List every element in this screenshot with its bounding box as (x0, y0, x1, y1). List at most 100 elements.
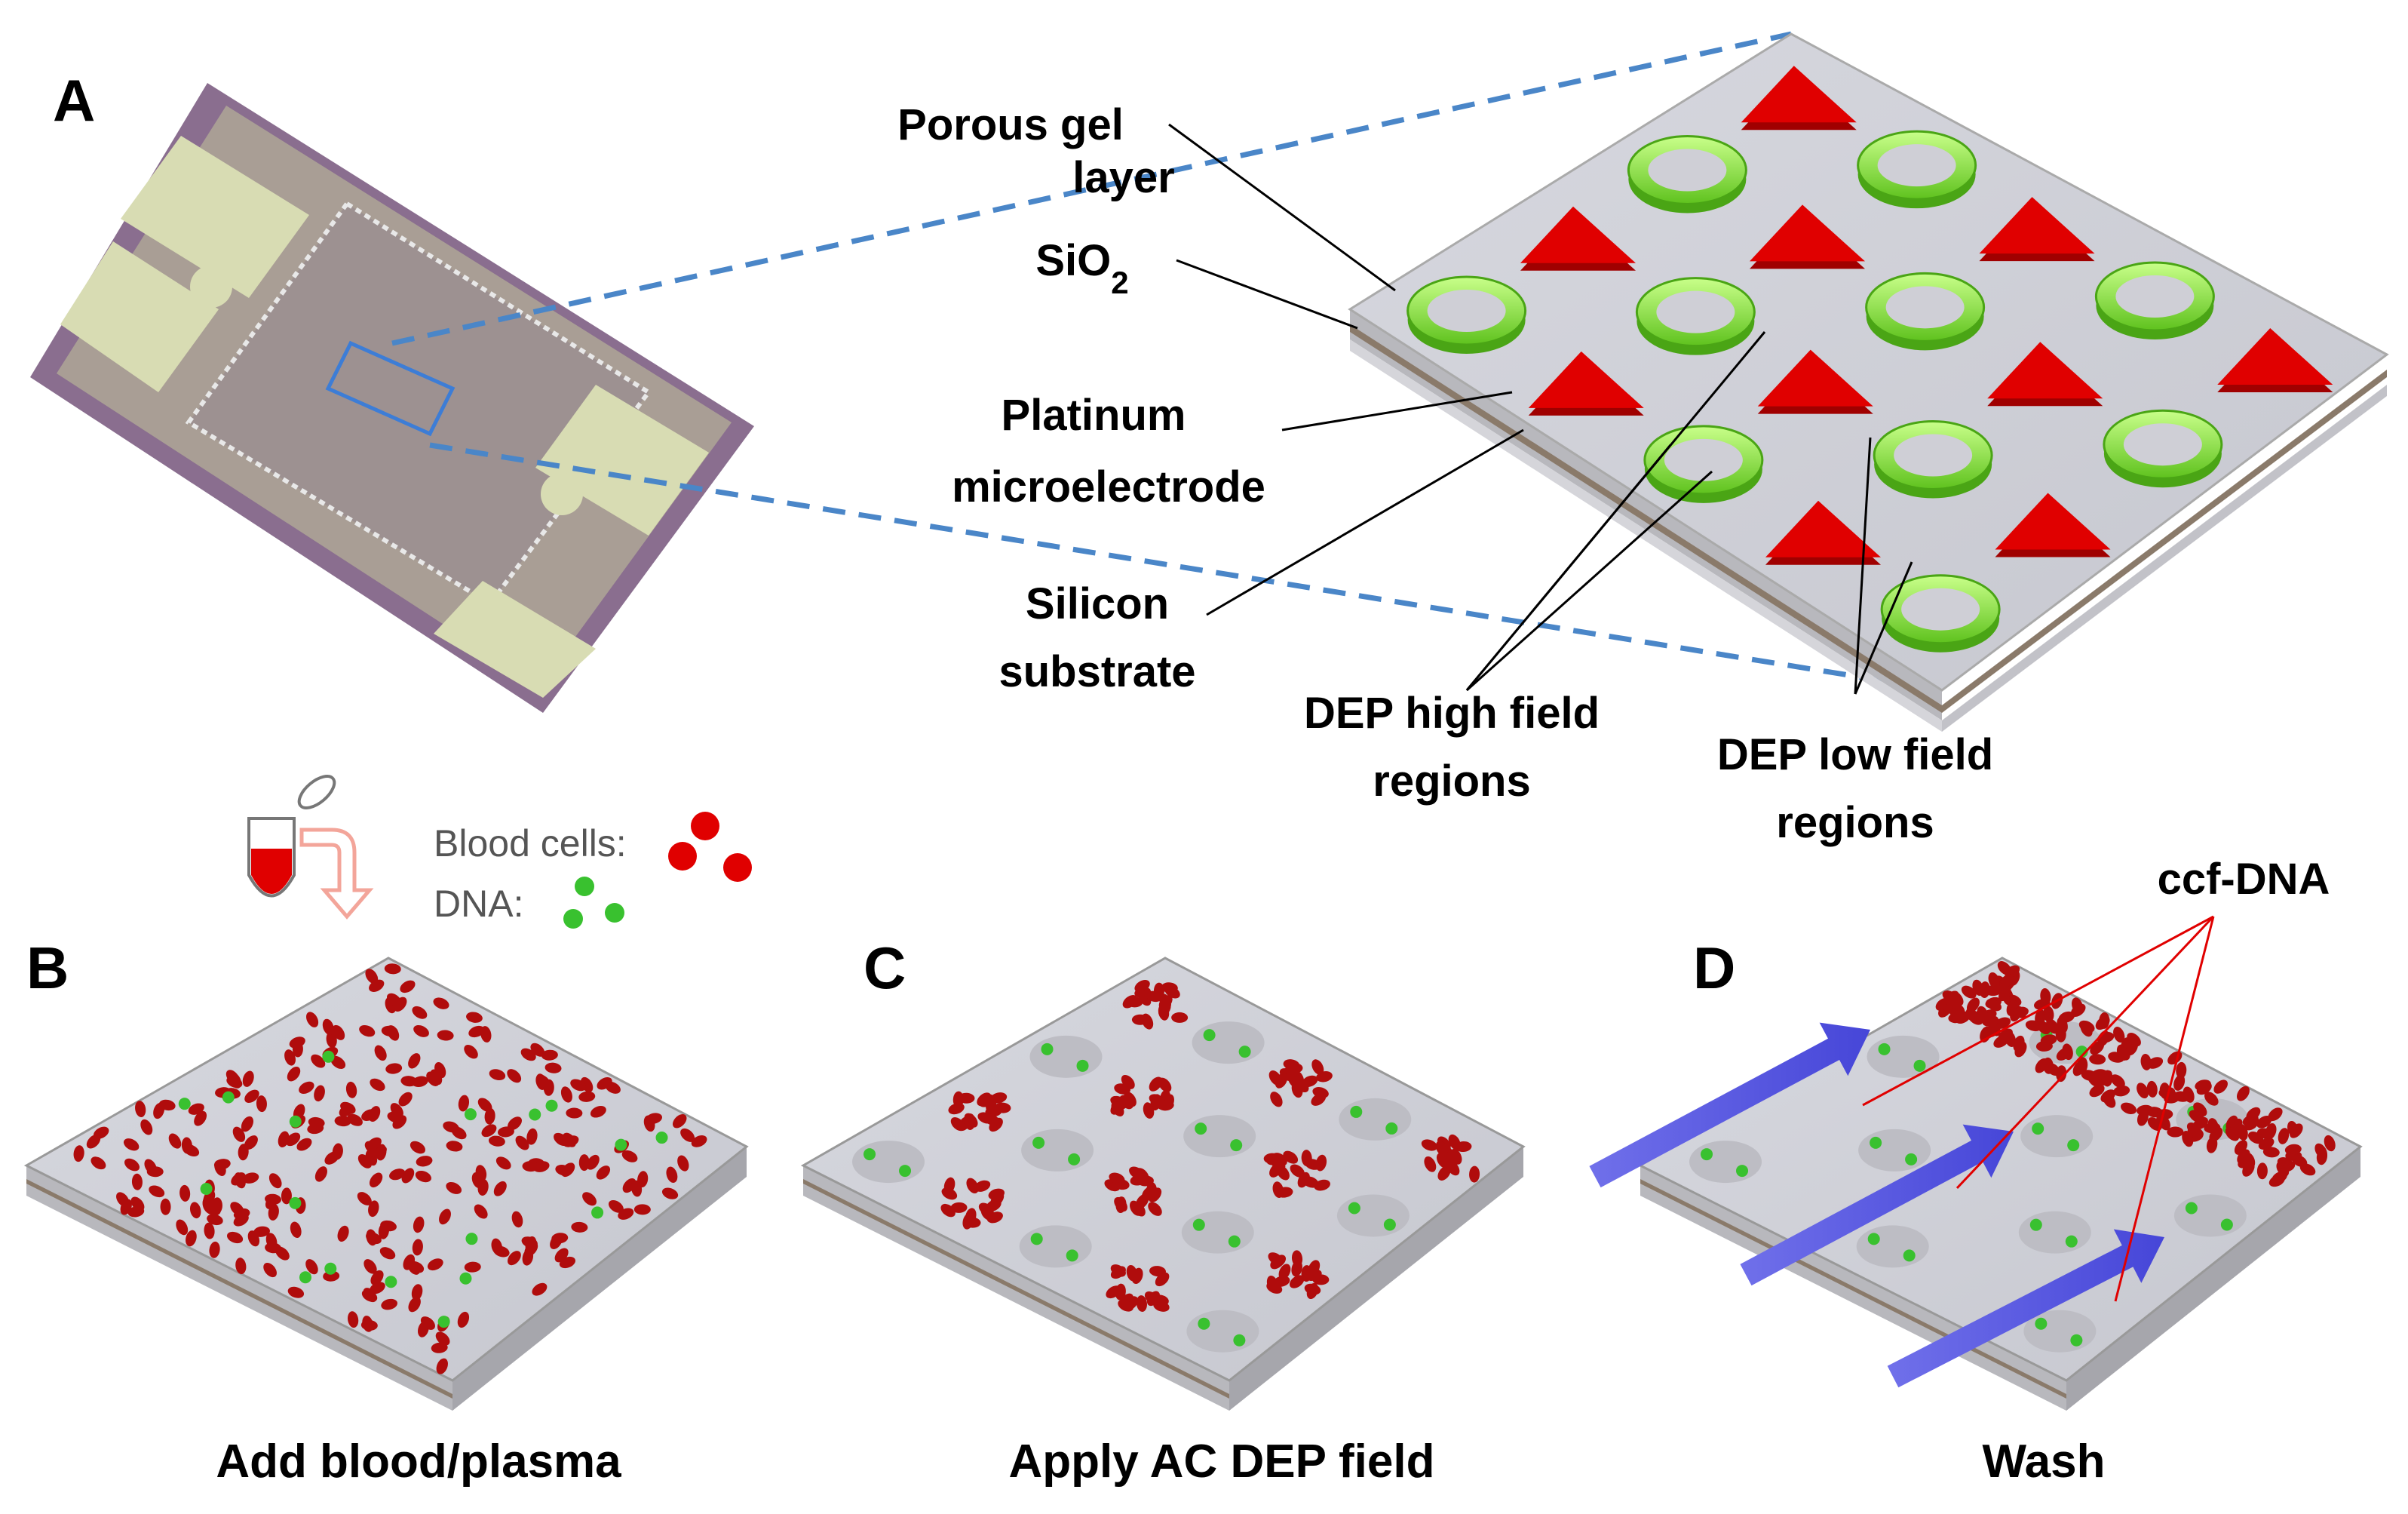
blood-cell (2256, 1128, 2274, 1140)
blood-cell (2236, 1086, 2250, 1101)
blood-cell (144, 1159, 157, 1175)
dna-particle (289, 1196, 302, 1209)
blood-cell (2072, 997, 2083, 1014)
blood-cell (347, 1113, 363, 1126)
blood-cell (1158, 993, 1172, 1009)
blood-cell (1143, 1102, 1155, 1119)
blood-cell (1455, 1141, 1472, 1153)
blood-cell (457, 1311, 470, 1328)
chip-3d-top (1348, 32, 2389, 692)
blood-cell (2256, 1115, 2272, 1129)
blood-cell (2242, 1161, 2255, 1177)
blood-cell (403, 1254, 416, 1270)
dna-particle (1203, 1029, 1216, 1042)
blood-cell (2289, 1123, 2303, 1138)
chip-photo-via-1 (190, 266, 232, 308)
blood-cell (2092, 1069, 2109, 1080)
blood-cell (2116, 1044, 2129, 1061)
blood-cell (1276, 1187, 1293, 1198)
blood-cell (369, 979, 385, 992)
legend-dna-label: DNA: (434, 883, 523, 925)
dna-particle (655, 1132, 668, 1144)
blood-cell (370, 1282, 385, 1294)
blood-cell (289, 1036, 305, 1049)
blood-cell (1114, 1083, 1130, 1095)
blood-cell (381, 1298, 397, 1310)
dna-particle (1383, 1218, 1396, 1231)
dna-particle (899, 1165, 912, 1178)
blood-cell (189, 1202, 201, 1219)
blood-cell (434, 1061, 446, 1079)
low-field-triangle (1987, 342, 2103, 399)
blood-cell (439, 1208, 451, 1225)
wash-arrow (1740, 1124, 2014, 1286)
electrode-ring-hole (1901, 588, 1980, 631)
blood-cell (2040, 987, 2051, 1005)
blood-cell (2072, 1061, 2086, 1076)
electrode-ring-hole (1894, 434, 1973, 477)
blood-cell (570, 1079, 586, 1092)
low-field-triangle (1749, 204, 1865, 262)
blood-cell (2271, 1171, 2287, 1184)
electrode-ring-hole (2123, 423, 2202, 466)
blood-cell (1291, 1250, 1303, 1267)
blood-cell (1997, 961, 2012, 975)
blood-cell (357, 1192, 372, 1205)
blood-cell (468, 1025, 485, 1038)
blood-cell (1131, 1267, 1143, 1285)
blood-cell (1437, 1165, 1451, 1181)
blood-cell (242, 1172, 259, 1184)
blood-cell (2278, 1128, 2290, 1144)
blood-cell (435, 1331, 450, 1346)
blood-cell (952, 1091, 964, 1108)
blood-cell (1136, 1295, 1147, 1313)
dna-particle (1041, 1043, 1054, 1055)
chip-photo-pad-2 (535, 385, 709, 536)
blood-cell (464, 1261, 481, 1273)
blood-cell (474, 1204, 488, 1219)
blood-cell (415, 1170, 431, 1183)
blood-cell (130, 1196, 145, 1212)
blood-cell (621, 1150, 638, 1162)
blood-cell (451, 1126, 467, 1140)
electrode-ring-hole (1427, 290, 1506, 333)
blood-cell (2089, 1054, 2106, 1065)
blood-cell (412, 1239, 423, 1256)
panel-letter-c: C (864, 935, 906, 1001)
low-field-triangle (1520, 206, 1636, 263)
blood-cell (412, 1006, 428, 1019)
blood-cell (389, 1169, 406, 1181)
blood-cell (582, 1192, 597, 1206)
blood-cell (376, 1144, 387, 1161)
electrode-site (2018, 1211, 2091, 1254)
blood-cell (622, 1178, 637, 1193)
blood-cell (238, 1144, 249, 1161)
blood-cell (2156, 1109, 2173, 1120)
blood-cell (1965, 1008, 1980, 1023)
dna-particle (1228, 1235, 1241, 1248)
dna-particle (222, 1091, 235, 1104)
blood-cell (86, 1134, 101, 1149)
blood-cell (1158, 1077, 1172, 1092)
blood-cell (2183, 1086, 2195, 1103)
blood-cell (1270, 1157, 1286, 1171)
blood-cell (608, 1199, 624, 1213)
electrode-ring-hole (1664, 438, 1743, 481)
blood-cell (308, 1116, 325, 1129)
blood-cell (691, 1135, 707, 1147)
blood-cell (345, 1081, 357, 1098)
electrode-site (852, 1141, 925, 1184)
blood-cell (281, 1187, 292, 1205)
blood-cell (359, 1024, 376, 1037)
low-field-triangle (1757, 349, 1873, 407)
blood-cell (420, 1316, 435, 1330)
blood-cell (2035, 1040, 2053, 1052)
blood-cell (508, 1116, 523, 1131)
electrode-site (1021, 1129, 1094, 1172)
dna-particle (1878, 1043, 1891, 1055)
chip-photo (30, 83, 754, 713)
blood-cell (401, 1168, 415, 1184)
dna-particle (459, 1272, 472, 1285)
blood-cell (1148, 1202, 1162, 1216)
blood-cell (521, 1236, 538, 1248)
